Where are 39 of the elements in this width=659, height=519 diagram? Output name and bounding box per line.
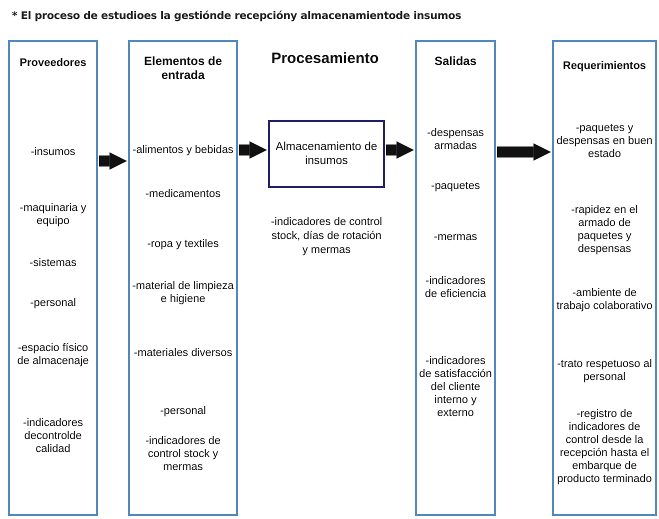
list-item: -despensas armadas: [426, 127, 485, 153]
box-label: Almacenamiento de insumos: [274, 140, 378, 168]
list-item: -paquetes: [430, 180, 481, 193]
list-item: -insumos: [30, 146, 76, 159]
block-arrow: [239, 141, 267, 159]
list-item: -material de limpieza e higiene: [132, 280, 234, 306]
block-arrow: [386, 141, 414, 159]
list-item: -indicadores de satisfacción del cliente interno y externo: [419, 355, 492, 420]
list-item: -indicadores de eficiencia: [424, 275, 488, 301]
column-panel: [415, 40, 496, 516]
column-panel: [128, 40, 238, 516]
column-heading: Requerimientos: [562, 60, 648, 74]
list-item: -rapidez en el armado de paquetes y despensas: [570, 204, 639, 256]
note-text: -indicadores de control stock, días de rotación y mermas: [270, 215, 383, 257]
column-heading: Salidas: [433, 54, 478, 68]
list-item: -personal: [29, 297, 77, 310]
column-panel: [552, 40, 657, 516]
column-heading: Elementos de entrada: [142, 54, 224, 83]
list-item: -ambiente de trabajo colaborativo: [556, 287, 653, 313]
list-item: -indicadores decontrolde calidad: [22, 417, 84, 456]
list-item: -alimentos y bebidas: [132, 144, 234, 157]
list-item: -maquinaria y equipo: [18, 202, 88, 228]
list-item: -materiales diversos: [132, 347, 234, 360]
list-item: -espacio físico de almacenaje: [16, 342, 90, 368]
list-item: -mermas: [432, 231, 478, 244]
column-heading: Proveedores: [18, 57, 88, 70]
list-item: -medicamentos: [144, 188, 222, 201]
list-item: -trato respetuoso al personal: [556, 358, 653, 384]
list-item: -sistemas: [28, 257, 78, 270]
diagram-title: * El proceso de estudioes la gestiónde recepcióny almacenamientode insumos: [12, 10, 462, 22]
list-item: -registro de indicadores de control desde la recepción hasta el embarque de producto terminado: [556, 408, 653, 486]
block-arrow: [497, 143, 551, 161]
list-item: -indicadores de control stock y mermas: [144, 435, 222, 474]
section-heading: Procesamiento: [270, 50, 380, 68]
block-arrow: [99, 152, 127, 170]
list-item: -ropa y textiles: [146, 238, 220, 251]
column-panel: [8, 40, 98, 516]
list-item: -personal: [159, 405, 207, 418]
list-item: -paquetes y despensas en buen estado: [556, 122, 653, 161]
